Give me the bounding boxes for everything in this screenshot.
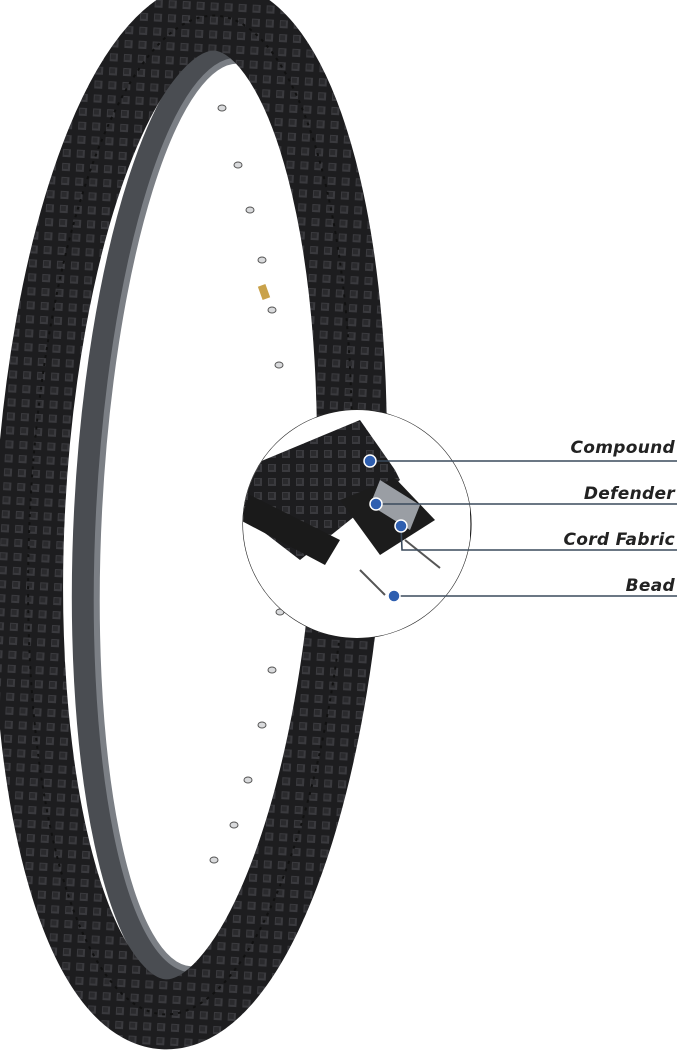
callout-magnifier <box>242 409 472 639</box>
leader-lines <box>370 460 677 597</box>
spoke-holes <box>209 104 285 864</box>
label-defender: Defender <box>583 484 675 504</box>
label-compound: Compound <box>570 438 675 458</box>
label-cord-fabric: Cord Fabric <box>563 530 675 550</box>
callout-dots <box>363 454 408 603</box>
valve-icon <box>257 284 271 300</box>
label-bead: Bead <box>625 576 675 596</box>
